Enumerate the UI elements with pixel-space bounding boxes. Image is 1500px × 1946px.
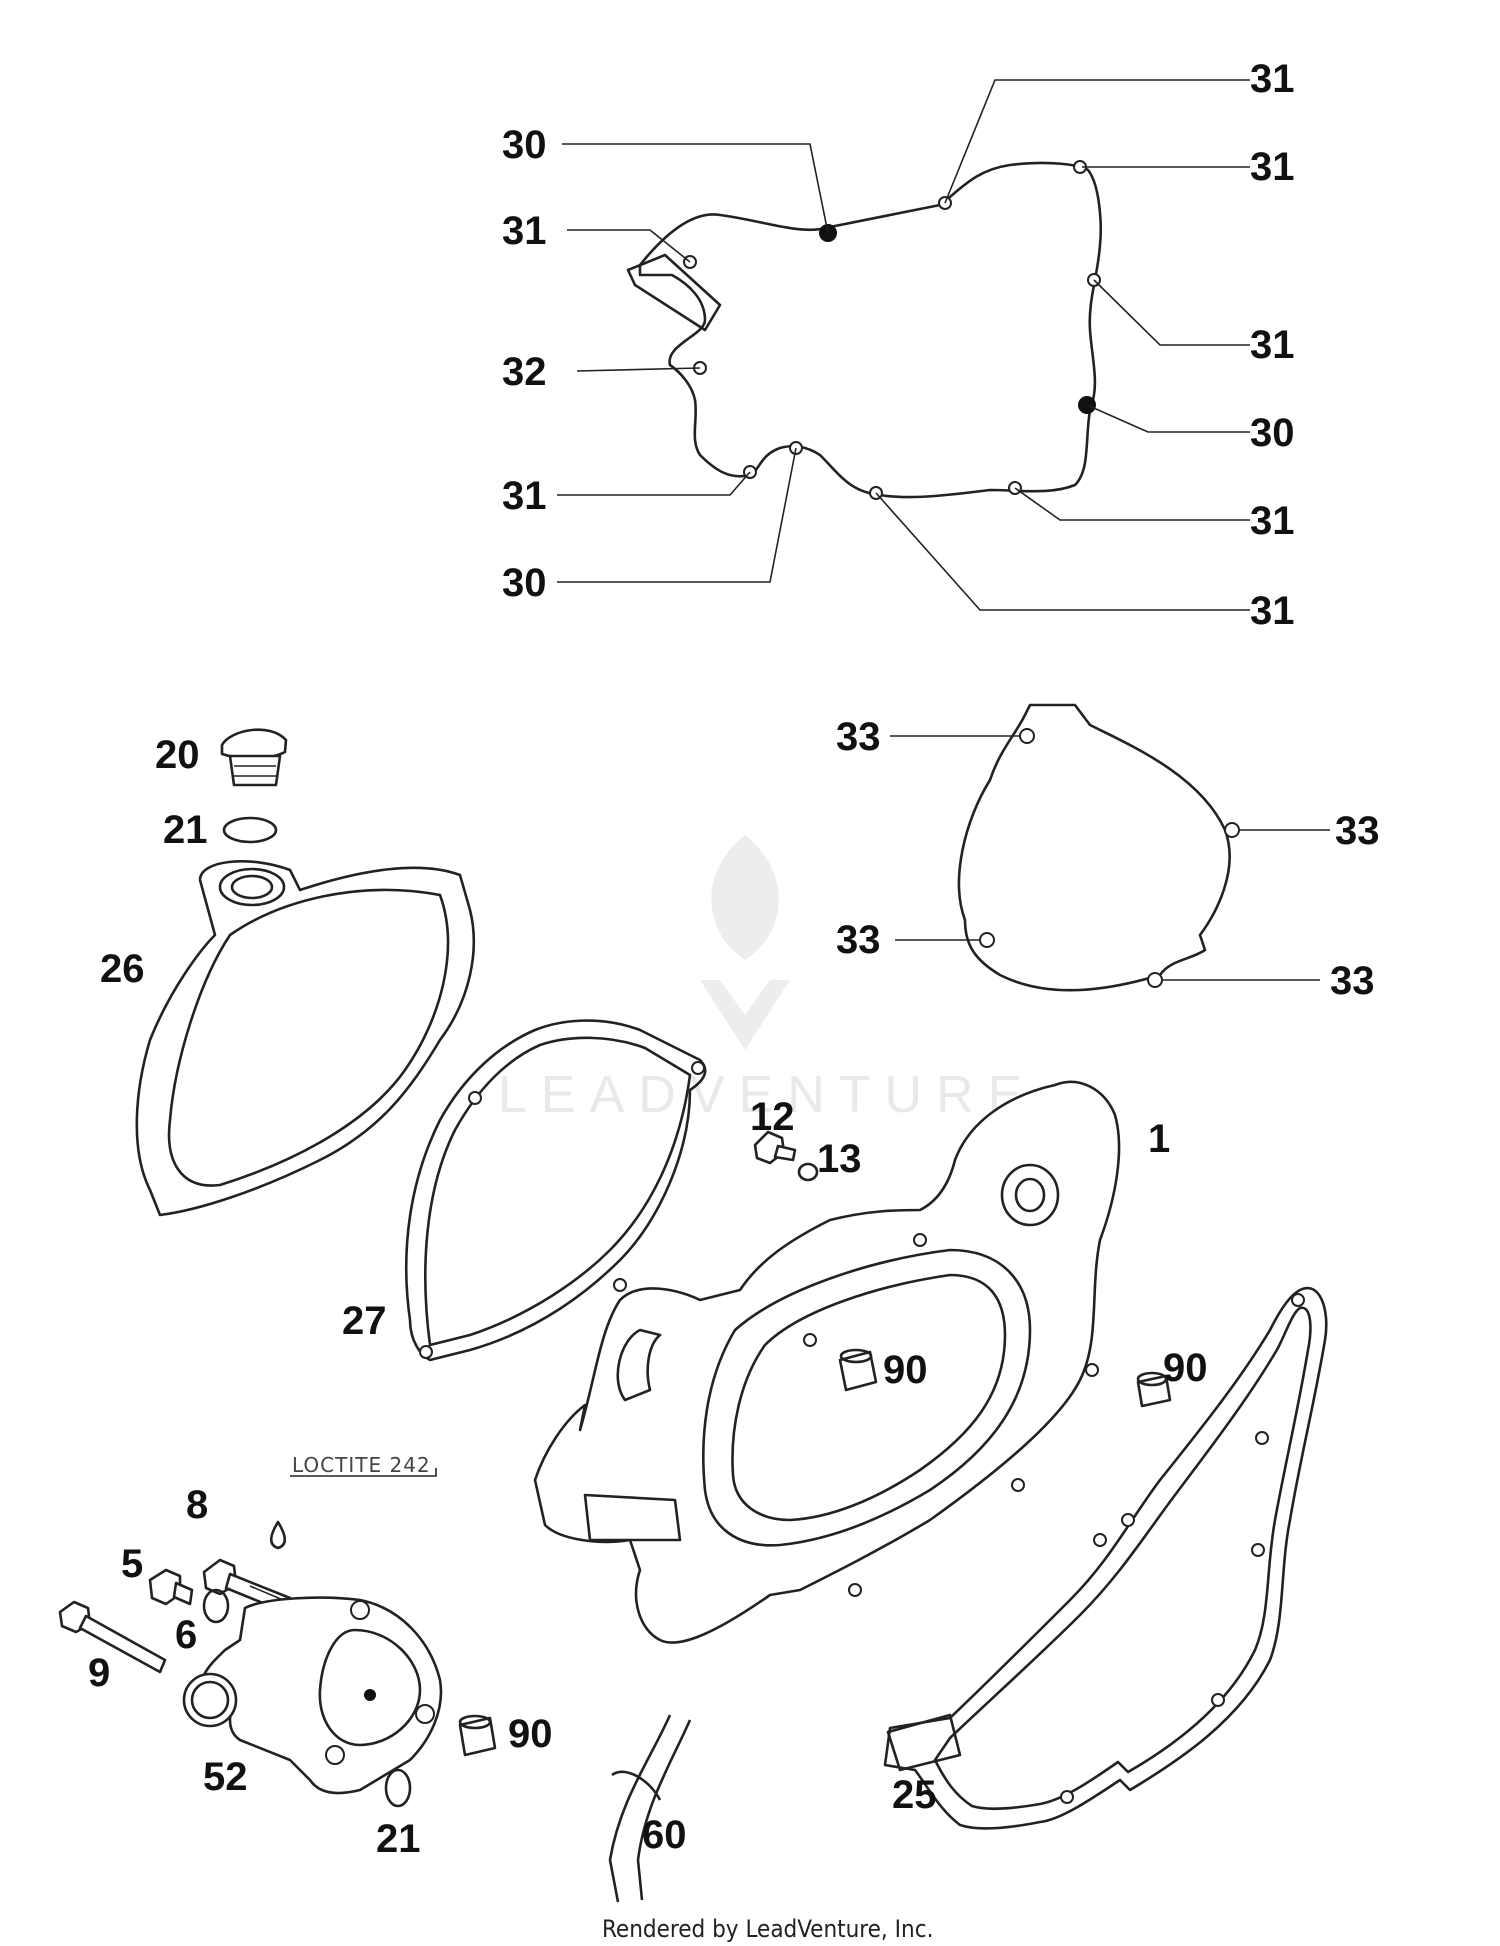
callout-21: 21 bbox=[376, 1817, 421, 1861]
callout-31: 31 bbox=[502, 474, 547, 518]
bolt-9 bbox=[58, 1600, 167, 1674]
callout-21: 21 bbox=[163, 808, 208, 852]
bolt-12 bbox=[753, 1130, 797, 1165]
callout-12: 12 bbox=[750, 1095, 795, 1139]
watermark: LEADVENTURE bbox=[498, 835, 1036, 1124]
callout-31: 31 bbox=[1250, 323, 1295, 367]
callout-5: 5 bbox=[121, 1542, 143, 1586]
callout-31: 31 bbox=[1250, 499, 1295, 543]
dowel-sleeves-90 bbox=[458, 1348, 1172, 1757]
loctite-note: LOCTITE 242 bbox=[292, 1453, 431, 1477]
callout-13: 13 bbox=[817, 1137, 862, 1181]
watermark-text: LEADVENTURE bbox=[498, 1066, 1036, 1124]
callout-20: 20 bbox=[155, 733, 200, 777]
callout-9: 9 bbox=[88, 1651, 110, 1695]
callout-6: 6 bbox=[175, 1613, 197, 1657]
callout-33: 33 bbox=[836, 918, 881, 962]
callout-30: 30 bbox=[1250, 411, 1295, 455]
gasket-holes-top bbox=[683, 160, 1101, 500]
callout-26: 26 bbox=[100, 947, 145, 991]
watermark-flame-logo bbox=[700, 835, 790, 1050]
callout-60: 60 bbox=[642, 1813, 687, 1857]
footer-credit: Rendered by LeadVenture, Inc. bbox=[602, 1915, 933, 1943]
gasket-27 bbox=[404, 1019, 707, 1362]
oil-filler-plug bbox=[220, 728, 288, 787]
callout-31: 31 bbox=[1250, 57, 1295, 101]
water-pump-cover bbox=[182, 1596, 443, 1795]
gasket-inner-top bbox=[626, 161, 1102, 499]
clutch-cover bbox=[135, 860, 476, 1217]
drain-plug-5 bbox=[148, 1568, 194, 1606]
callout-30: 30 bbox=[502, 123, 547, 167]
callout-90: 90 bbox=[508, 1712, 553, 1756]
callout-33: 33 bbox=[1330, 959, 1375, 1003]
callout-30: 30 bbox=[502, 561, 547, 605]
crankcase-cover bbox=[533, 1080, 1121, 1644]
callout-27: 27 bbox=[342, 1299, 387, 1343]
callout-1: 1 bbox=[1148, 1117, 1170, 1161]
o-ring-21-top bbox=[222, 816, 278, 844]
callout-52: 52 bbox=[203, 1755, 248, 1799]
callout-32: 32 bbox=[502, 350, 547, 394]
leaders-top bbox=[557, 79, 1250, 611]
callout-90: 90 bbox=[883, 1348, 928, 1392]
washer-13 bbox=[797, 1162, 819, 1182]
callout-33: 33 bbox=[836, 715, 881, 759]
washer-6 bbox=[202, 1588, 230, 1624]
callout-31: 31 bbox=[1250, 589, 1295, 633]
callout-33: 33 bbox=[1335, 809, 1380, 853]
gasket-25 bbox=[883, 1286, 1328, 1830]
o-ring-21-bottom bbox=[384, 1768, 412, 1808]
callout-31: 31 bbox=[1250, 145, 1295, 189]
loctite-drop bbox=[269, 1468, 437, 1550]
callout-90: 90 bbox=[1163, 1346, 1208, 1390]
hose-60 bbox=[608, 1714, 692, 1903]
callout-25: 25 bbox=[892, 1773, 937, 1817]
gasket-33 bbox=[890, 703, 1330, 992]
callout-labels: 31 31 30 31 31 32 30 31 31 30 31 20 21 2… bbox=[88, 57, 1380, 1861]
callout-31: 31 bbox=[502, 209, 547, 253]
callout-8: 8 bbox=[186, 1483, 208, 1527]
